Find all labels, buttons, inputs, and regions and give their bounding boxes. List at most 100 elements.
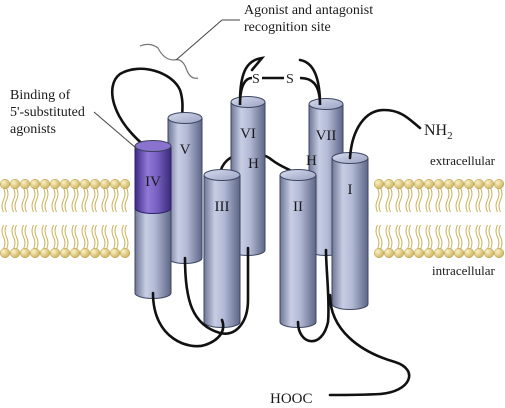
helix-cap [308,98,344,110]
loop-ii-vii-intracellular [296,248,330,343]
lipid-molecule [0,178,11,259]
recognition-site-callout: Agonist and antagonist recognition site [139,3,373,79]
loops-front [151,108,422,397]
lipid-head-bottom [463,247,475,259]
c-terminus-label: HOOC [270,391,313,407]
lipid-head-top [99,178,111,190]
extracellular-label: extracellular [430,153,496,168]
lipid-head-bottom [373,247,385,259]
lipid-molecule [119,178,131,259]
recognition-site-bracket [139,43,199,79]
binding-callout: Binding of 5'-substituted agonists [10,88,137,149]
lipid-bilayer [0,178,505,259]
helix-body [167,117,203,264]
lipid-head-top [423,178,435,190]
loop-n-terminus [348,108,422,160]
lipid-head-top [373,178,385,190]
helix-label: V [180,142,191,158]
disulfide-right-label: S [286,72,294,87]
helix-i: I [331,152,369,310]
lipid-head-bottom [119,247,131,259]
helix-cap [167,112,203,124]
helix-iii: III [203,169,241,328]
lipid-head-top [9,178,21,190]
lipid-head-bottom [403,247,415,259]
lipid-head-top [39,178,51,190]
helix-label: I [348,182,353,198]
recognition-site-label-line1: Agonist and antagonist [244,3,373,18]
helix-mark-h-left: H [248,156,259,172]
lipid-molecule [373,178,385,259]
helix-label: IV [145,174,161,190]
lipid-head-bottom [453,247,465,259]
helix-label: III [215,199,230,215]
lipid-head-top [463,178,475,190]
lipid-head-bottom [473,247,485,259]
lipid-molecule [443,178,455,259]
helix-body [279,174,317,328]
n-terminus-label: NH2 [424,122,453,142]
lipid-head-top [59,178,71,190]
lipid-head-top [29,178,41,190]
lipid-head-bottom [39,247,51,259]
helix-v: V [167,112,203,264]
lipid-molecule [403,178,415,259]
helix-ii: II [279,169,317,328]
helix-label: II [293,199,303,215]
lipid-head-top [49,178,61,190]
lipid-head-top [483,178,495,190]
lipid-head-bottom [9,247,21,259]
lipid-head-bottom [69,247,81,259]
lipid-molecule [29,178,41,259]
recognition-site-leader [175,19,223,61]
helix-iv: IV [134,140,172,299]
loop-iv-v-extracellular [110,67,184,152]
lipid-head-top [19,178,31,190]
helix-cap [279,169,317,181]
lipid-molecule [19,178,31,259]
binding-label-line3: agonists [10,122,56,137]
lipid-head-top [393,178,405,190]
lipid-molecule [39,178,51,259]
lipid-molecule [483,178,495,259]
binding-leader [93,111,137,149]
lipid-molecule [89,178,101,259]
lipid-head-bottom [483,247,495,259]
binding-label-line2: 5'-substituted [10,105,85,120]
lipid-head-bottom [0,247,11,259]
lipid-head-top [453,178,465,190]
helix-body [203,174,241,328]
lipid-head-bottom [89,247,101,259]
helix-label: VII [316,128,337,144]
lipid-molecule [493,178,505,259]
lipid-head-top [89,178,101,190]
helix-mark-h-right: H [306,153,317,169]
lipid-molecule [473,178,485,259]
lipid-head-bottom [423,247,435,259]
lipid-molecule [393,178,405,259]
lipid-head-bottom [59,247,71,259]
lipid-head-bottom [99,247,111,259]
lipid-head-bottom [493,247,505,259]
lipid-head-top [109,178,121,190]
lipid-head-top [433,178,445,190]
lipid-head-bottom [29,247,41,259]
lipid-molecule [99,178,111,259]
lipid-head-top [0,178,11,190]
helix-body [331,157,369,310]
lipid-head-top [403,178,415,190]
lipid-head-top [413,178,425,190]
loop-c-terminus [328,293,411,397]
lipid-molecule [69,178,81,259]
lipid-head-top [443,178,455,190]
lipid-head-top [473,178,485,190]
helix-cap [203,169,241,181]
loop-iv-iii-intracellular [151,291,225,348]
lipid-head-bottom [79,247,91,259]
lipid-molecule [109,178,121,259]
lipid-molecule [59,178,71,259]
lipid-molecule [383,178,395,259]
lipid-head-bottom [49,247,61,259]
